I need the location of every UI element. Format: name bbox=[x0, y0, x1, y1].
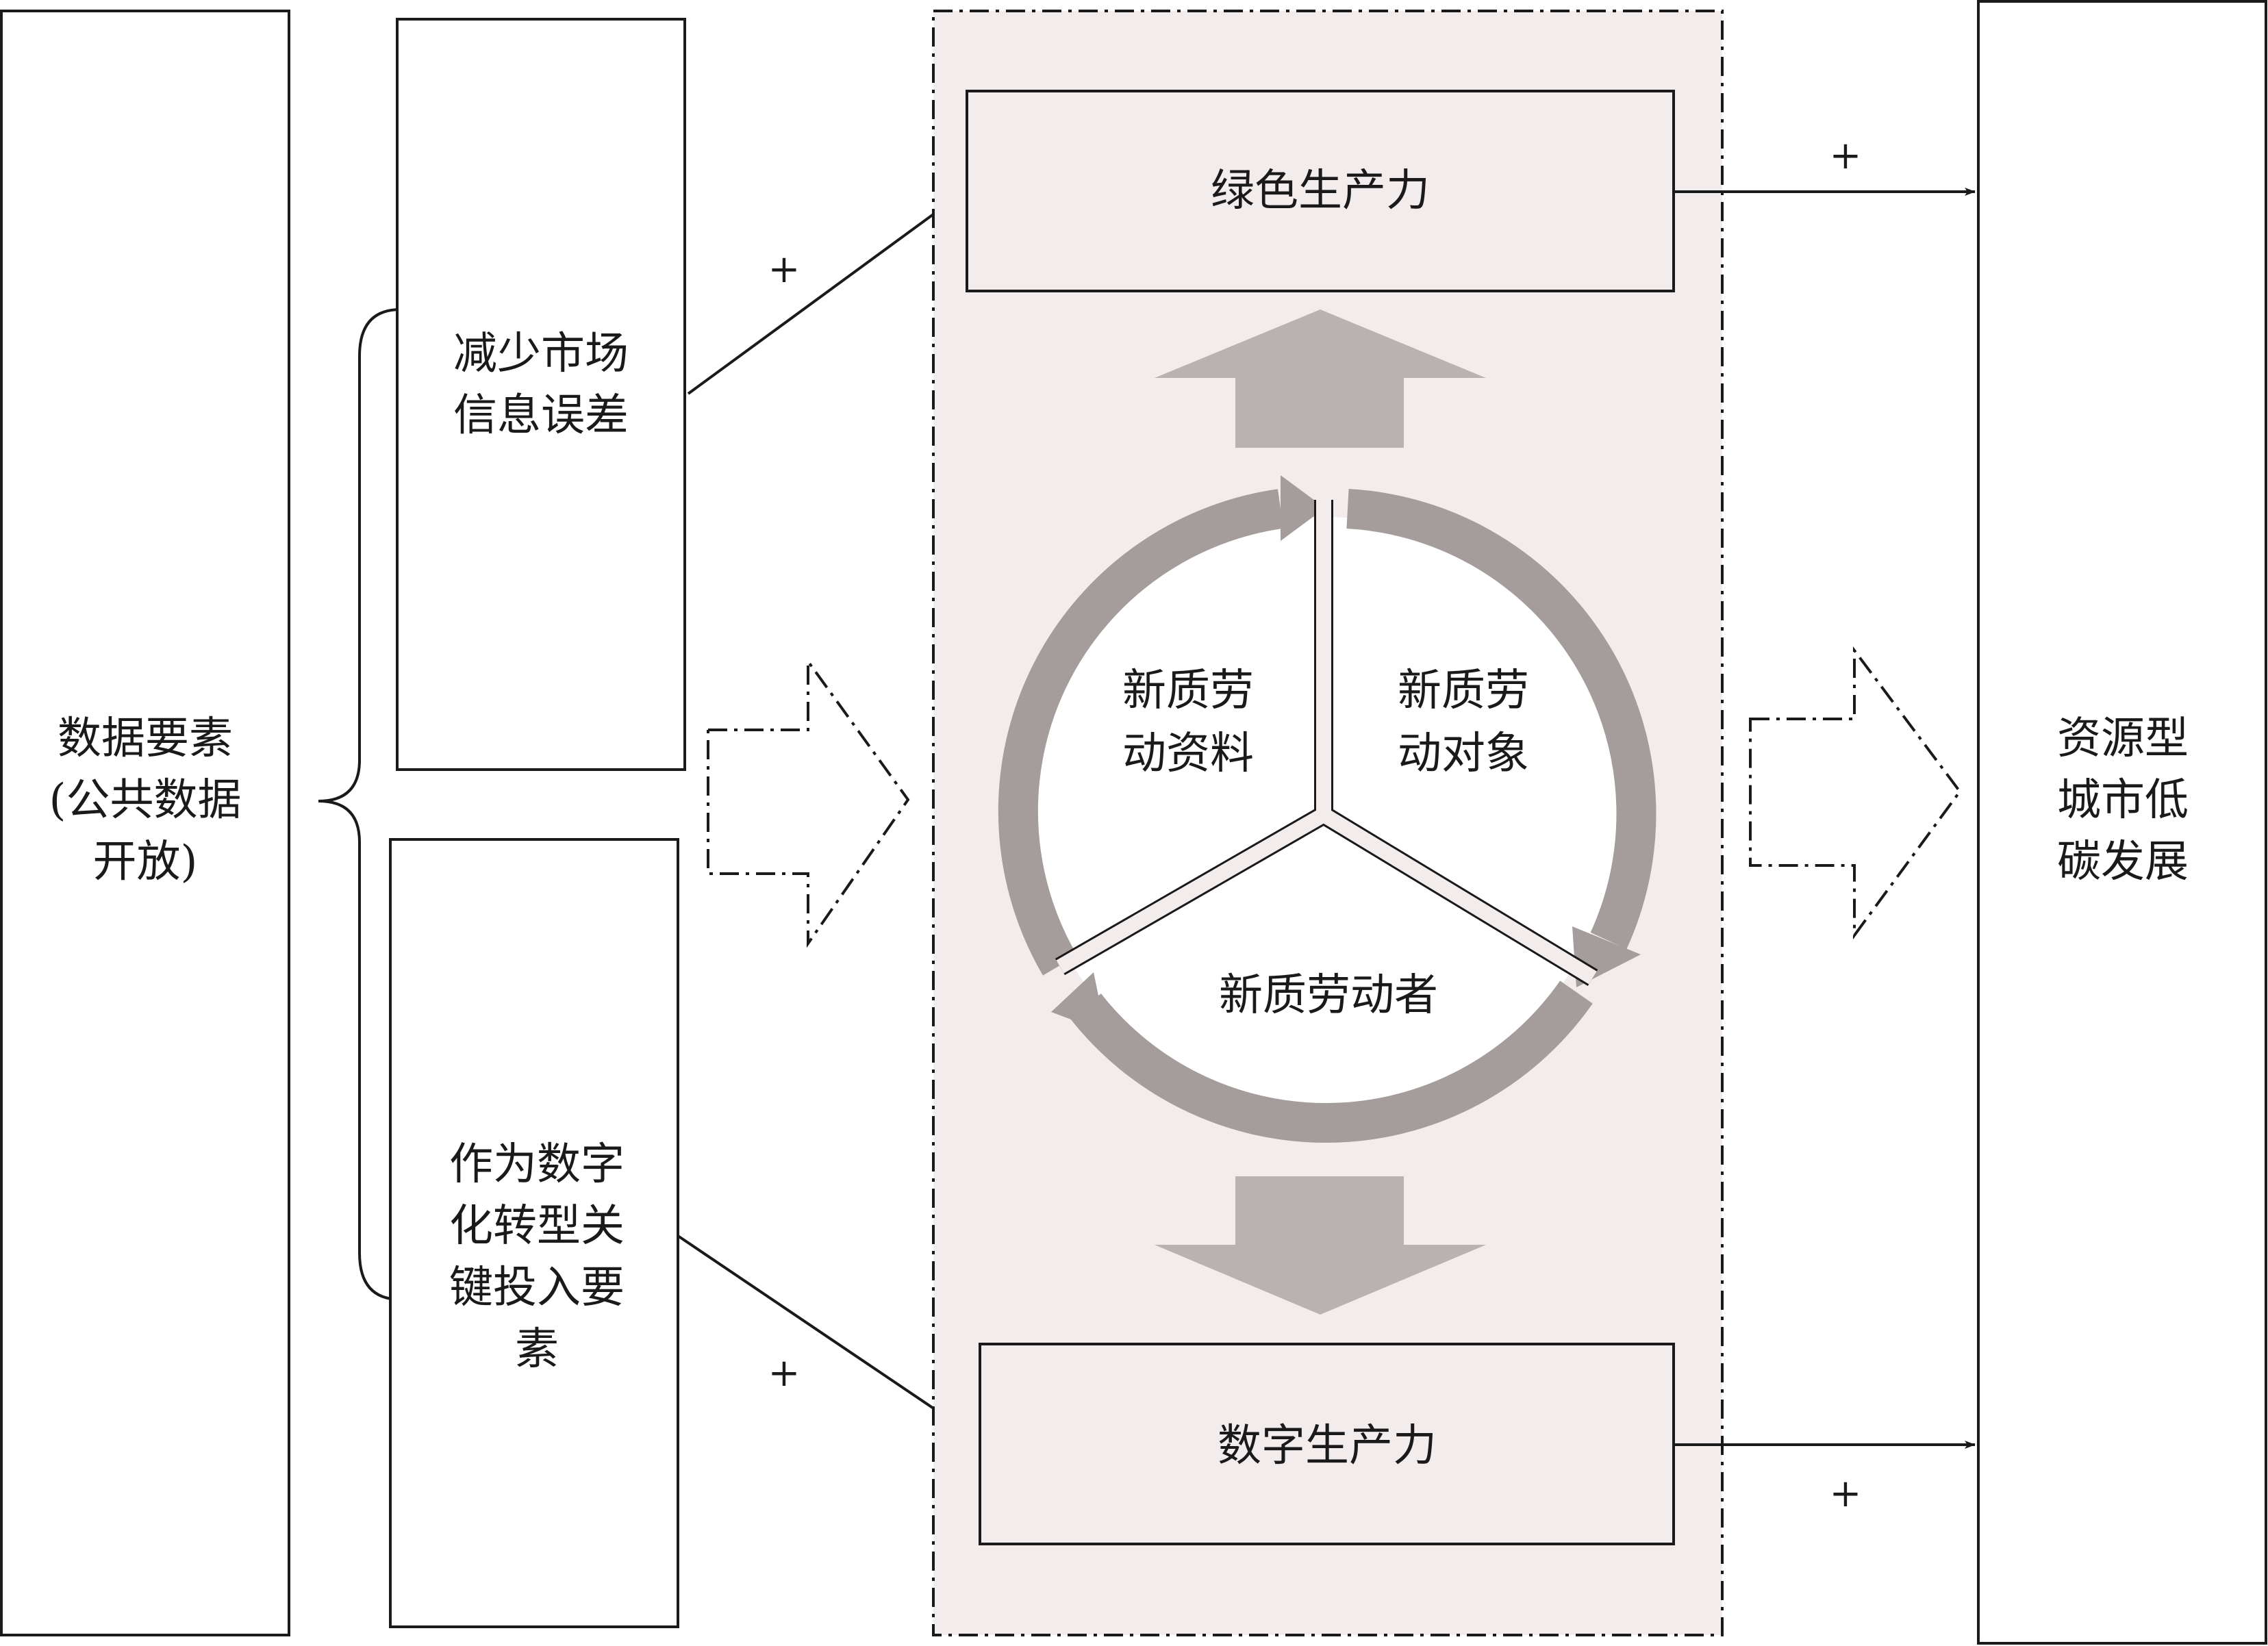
cycle-ring-bottom bbox=[1070, 980, 1593, 1143]
sign-lower-left: + bbox=[768, 1351, 801, 1395]
arrow-to-green-productivity bbox=[687, 190, 966, 395]
cycle-ring-right bbox=[1346, 489, 1656, 950]
dashdot-arrow-left bbox=[707, 657, 910, 948]
green-productivity-label: 绿色生产力 bbox=[1211, 166, 1430, 216]
data-elements-box bbox=[0, 10, 290, 1636]
low-carbon-label-1: 资源型 bbox=[2057, 713, 2189, 764]
labor-objects-label-2: 动对象 bbox=[1398, 729, 1529, 779]
key-input-label-1: 作为数字 bbox=[449, 1139, 625, 1190]
grouping-brace bbox=[318, 308, 401, 1301]
data-elements-label-3: 开放) bbox=[93, 837, 198, 887]
cycle-dividers bbox=[1055, 500, 1598, 986]
digital-productivity-box bbox=[979, 1343, 1675, 1545]
cycle-ring-left bbox=[998, 489, 1284, 976]
sign-upper-left: + bbox=[768, 247, 801, 292]
key-input-box bbox=[389, 838, 679, 1628]
key-input-label-3: 键投入要 bbox=[449, 1263, 625, 1313]
reduce-info-error-box bbox=[396, 18, 686, 771]
sign-lower-right: + bbox=[1830, 1471, 1862, 1516]
labor-objects-label-1: 新质劳 bbox=[1398, 666, 1529, 716]
block-arrow-up bbox=[1155, 309, 1486, 448]
low-carbon-label-2: 城市低 bbox=[2057, 775, 2189, 826]
laborers-label: 新质劳动者 bbox=[1219, 970, 1438, 1021]
sign-upper-right: + bbox=[1830, 134, 1862, 178]
arrow-to-digital-productivity bbox=[677, 1234, 981, 1441]
digital-productivity-label: 数字生产力 bbox=[1218, 1421, 1437, 1471]
labor-means-label-2: 动资料 bbox=[1122, 729, 1254, 779]
cycle-arrowhead-top bbox=[1281, 475, 1325, 541]
key-input-label-2: 化转型关 bbox=[449, 1201, 625, 1252]
data-elements-label-2: (公共数据 bbox=[49, 775, 242, 826]
data-elements-label-1: 数据要素 bbox=[58, 713, 233, 764]
labor-means-label-1: 新质劳 bbox=[1122, 666, 1254, 716]
block-arrow-down bbox=[1155, 1176, 1486, 1315]
low-carbon-label-3: 碳发展 bbox=[2057, 837, 2189, 887]
cycle-arrowhead-bottom-left bbox=[1051, 972, 1106, 1033]
dashdot-arrow-right bbox=[1749, 646, 1962, 940]
reduce-info-error-label-2: 信息误差 bbox=[453, 390, 629, 441]
reduce-info-error-label-1: 减少市场 bbox=[453, 329, 629, 379]
green-productivity-box bbox=[966, 90, 1675, 292]
key-input-label-4: 素 bbox=[515, 1324, 559, 1375]
low-carbon-development-box bbox=[1977, 0, 2267, 1645]
